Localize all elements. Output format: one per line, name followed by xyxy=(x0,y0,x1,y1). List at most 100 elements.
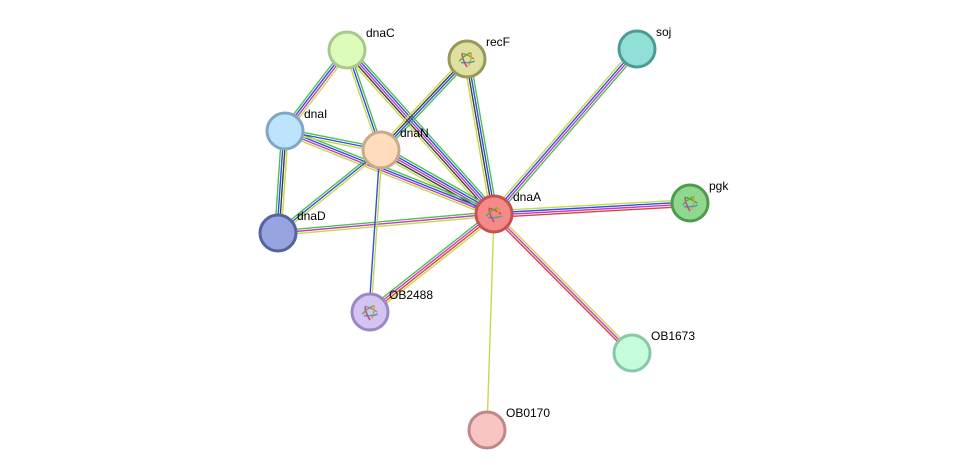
node-label: soj xyxy=(656,25,671,39)
edge-evidence-line xyxy=(463,59,492,215)
structure-strand xyxy=(684,198,691,212)
node-dnaD[interactable]: dnaD xyxy=(258,209,326,253)
structure-strand xyxy=(487,215,503,219)
node-circle[interactable] xyxy=(447,39,487,79)
edge-evidence-line xyxy=(367,210,493,310)
node-label: dnaC xyxy=(366,26,395,40)
edge-evidence-line xyxy=(382,60,470,153)
node-label: OB1673 xyxy=(651,329,695,343)
protein-structure-icon xyxy=(485,206,503,223)
protein-structure-icon xyxy=(458,51,476,68)
edge-layer xyxy=(274,46,691,431)
edge-evidence-line xyxy=(285,127,496,212)
edge-evidence-line xyxy=(278,215,495,236)
edge-dnaA-dnaC[interactable] xyxy=(343,46,498,218)
edge-evidence-line xyxy=(491,215,631,356)
structure-strand xyxy=(495,206,499,222)
edge-evidence-line xyxy=(465,59,494,215)
node-label: OB0170 xyxy=(506,406,550,420)
edge-dnaN-dnaD[interactable] xyxy=(276,147,383,236)
node-pgk[interactable]: pgk xyxy=(670,179,729,223)
edge-evidence-line xyxy=(494,203,691,216)
edge-evidence-line xyxy=(493,213,633,354)
edge-evidence-line xyxy=(346,49,495,215)
edge-evidence-line xyxy=(486,213,495,431)
edge-evidence-line xyxy=(494,205,691,218)
structure-strand xyxy=(371,304,375,320)
node-dnaN[interactable]: dnaN xyxy=(361,126,429,170)
node-OB0170[interactable]: OB0170 xyxy=(467,406,550,450)
node-label: recF xyxy=(486,35,510,49)
node-circle[interactable] xyxy=(617,29,657,69)
edge-evidence-line xyxy=(277,213,495,234)
edge-dnaA-pgk[interactable] xyxy=(493,199,691,218)
structure-strand xyxy=(681,196,694,206)
edge-dnaA-recF[interactable] xyxy=(463,58,498,215)
edge-evidence-line xyxy=(277,211,494,232)
edge-dnaA-OB0170[interactable] xyxy=(486,213,495,431)
structure-strand xyxy=(683,204,699,208)
node-circle[interactable] xyxy=(265,111,305,151)
node-label: dnaN xyxy=(400,126,429,140)
edge-dnaA-dnaI[interactable] xyxy=(283,127,496,218)
structure-strand xyxy=(461,54,468,68)
protein-structure-icon xyxy=(681,195,699,212)
edge-dnaA-OB1673[interactable] xyxy=(491,211,635,356)
node-layer: dnaA dnaN dnaC recF soj dnaI dnaD pgkOB2488OB16… xyxy=(258,25,729,450)
edge-dnaN-recF[interactable] xyxy=(378,56,470,153)
edge-evidence-line xyxy=(381,59,469,152)
node-dnaC[interactable]: dnaC xyxy=(327,26,395,70)
node-OB2488[interactable]: OB2488 xyxy=(350,288,433,332)
node-circle[interactable] xyxy=(350,292,390,332)
node-circle[interactable] xyxy=(361,130,401,170)
edge-evidence-line xyxy=(494,49,639,216)
edge-evidence-line xyxy=(344,51,493,216)
edge-evidence-line xyxy=(283,133,494,218)
edge-evidence-line xyxy=(277,149,382,234)
structure-strand xyxy=(691,195,695,211)
structure-strand xyxy=(361,305,374,315)
node-label: dnaI xyxy=(304,107,327,121)
edge-dnaA-soj[interactable] xyxy=(490,46,641,217)
node-label: dnaA xyxy=(513,190,541,204)
edge-evidence-line xyxy=(368,149,381,312)
edge-evidence-line xyxy=(284,131,494,216)
node-circle[interactable] xyxy=(474,194,514,234)
edge-evidence-line xyxy=(379,57,467,150)
node-dnaA[interactable]: dnaA xyxy=(474,190,541,234)
edge-evidence-line xyxy=(381,147,496,213)
node-label: dnaD xyxy=(297,209,326,223)
edge-evidence-line xyxy=(493,201,690,214)
edge-evidence-line xyxy=(278,151,383,236)
edge-evidence-line xyxy=(370,150,383,313)
protein-structure-icon xyxy=(361,304,379,321)
edge-dnaA-OB2488[interactable] xyxy=(367,210,497,316)
structure-strand xyxy=(468,51,472,67)
node-dnaI[interactable]: dnaI xyxy=(265,107,327,151)
edge-evidence-line xyxy=(368,212,494,312)
node-circle[interactable] xyxy=(258,213,298,253)
edge-dnaA-dnaD[interactable] xyxy=(277,211,495,236)
edge-evidence-line xyxy=(469,58,498,214)
node-recF[interactable]: recF xyxy=(447,35,510,79)
node-circle[interactable] xyxy=(612,333,652,373)
node-soj[interactable]: soj xyxy=(617,25,671,69)
edge-evidence-line xyxy=(349,46,498,212)
edge-evidence-line xyxy=(343,52,492,218)
node-label: pgk xyxy=(709,179,729,193)
edge-evidence-line xyxy=(467,58,496,214)
structure-strand xyxy=(364,307,371,321)
node-circle[interactable] xyxy=(327,30,367,70)
node-circle[interactable] xyxy=(670,183,710,223)
edge-evidence-line xyxy=(493,199,690,212)
node-OB1673[interactable]: OB1673 xyxy=(612,329,695,373)
edge-evidence-line xyxy=(370,214,496,314)
edge-dnaN-OB2488[interactable] xyxy=(368,149,383,313)
edge-evidence-line xyxy=(495,211,635,352)
edge-evidence-line xyxy=(371,216,497,316)
node-circle[interactable] xyxy=(467,410,507,450)
edge-evidence-line xyxy=(495,50,641,217)
structure-strand xyxy=(363,313,379,317)
edge-evidence-line xyxy=(285,129,495,214)
